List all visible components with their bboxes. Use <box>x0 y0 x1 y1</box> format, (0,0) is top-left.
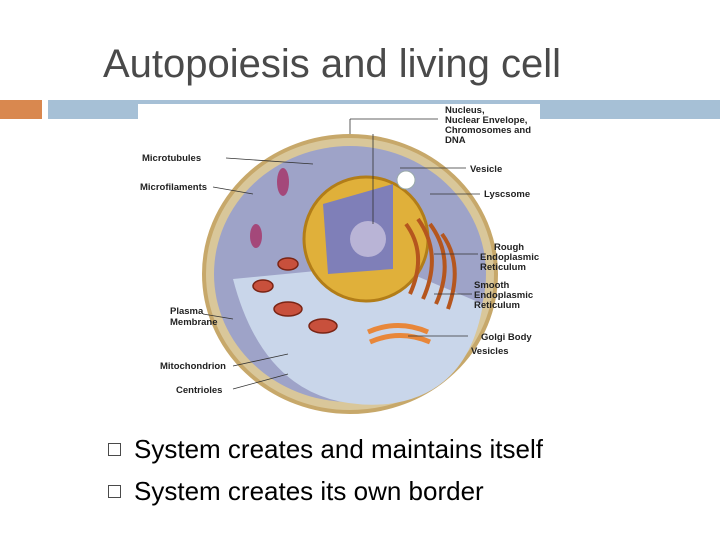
label-nucleus-line: DNA <box>445 135 466 146</box>
label-nucleus: Nucleus, Nuclear Envelope, Chromosomes a… <box>445 105 534 146</box>
accent-bar <box>0 100 42 119</box>
label-smooth-er: Smooth Endoplasmic Reticulum <box>474 280 536 311</box>
cell-diagram: Nucleus, Nuclear Envelope, Chromosomes a… <box>138 104 540 414</box>
slide-title: Autopoiesis and living cell <box>103 42 561 87</box>
cell-illustration: Nucleus, Nuclear Envelope, Chromosomes a… <box>138 104 540 414</box>
bullet-list: System creates and maintains itself Syst… <box>108 428 543 512</box>
label-microtubules: Microtubules <box>142 153 201 164</box>
nucleolus-shape <box>350 221 386 257</box>
label-plasma-membrane-line: Membrane <box>170 317 218 328</box>
label-plasma-membrane-line: Plasma <box>170 306 204 317</box>
square-bullet-icon <box>108 443 121 456</box>
label-vesicle: Vesicle <box>470 164 502 175</box>
label-mitochondrion: Mitochondrion <box>160 361 226 372</box>
label-centrioles: Centrioles <box>176 385 222 396</box>
square-bullet-icon <box>108 485 121 498</box>
label-microfilaments: Microfilaments <box>140 182 207 193</box>
label-golgi-line: Golgi Body <box>481 332 532 343</box>
bullet-text: System creates and maintains itself <box>134 434 543 465</box>
bullet-item: System creates its own border <box>108 470 543 512</box>
bullet-item: System creates and maintains itself <box>108 428 543 470</box>
bullet-text: System creates its own border <box>134 476 484 507</box>
label-golgi-line: Vesicles <box>471 346 509 357</box>
label-golgi: Golgi Body Vesicles <box>471 332 534 357</box>
label-rough-er-line: Reticulum <box>480 262 526 273</box>
label-smooth-er-line: Reticulum <box>474 300 520 311</box>
label-lysosome: Lyscsome <box>484 189 530 200</box>
